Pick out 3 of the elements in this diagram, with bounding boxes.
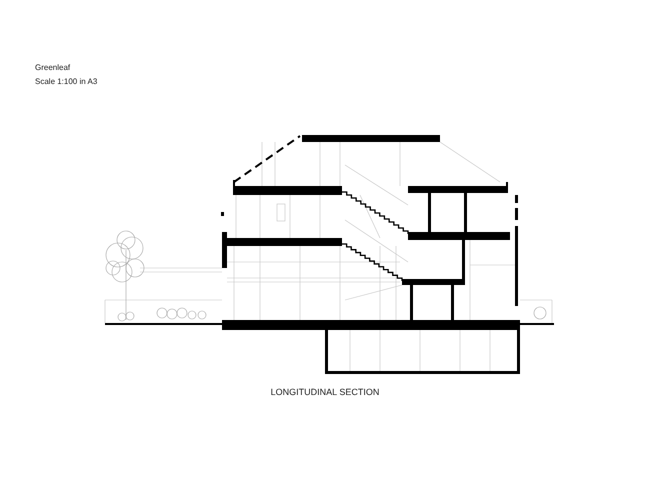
scale-note: Scale 1:100 in A3 — [35, 77, 98, 86]
drawing-title: Greenleaf — [35, 63, 70, 72]
section-caption: LONGITUDINAL SECTION — [270, 387, 380, 397]
